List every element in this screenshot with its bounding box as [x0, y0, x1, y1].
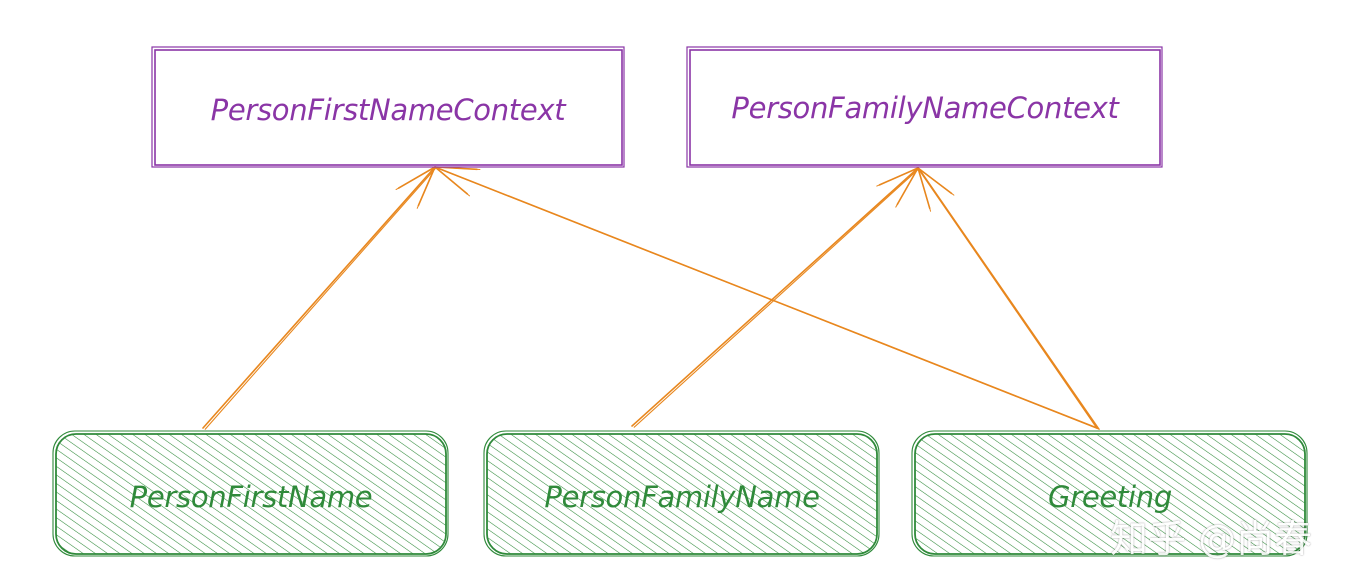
edge-person-family-name-to-family-name-context: [631, 167, 920, 428]
edge-greeting-to-first-name-context: [434, 166, 1100, 430]
context-label-family-name: PersonFamilyNameContext: [731, 91, 1120, 125]
component-label-greeting: Greeting: [1048, 480, 1172, 514]
context-label-first-name: PersonFirstNameContext: [211, 93, 568, 127]
context-box-family-name: PersonFamilyNameContext: [686, 46, 1163, 168]
component-box-person-family-name: PersonFamilyName: [483, 430, 880, 557]
component-label-person-first-name: PersonFirstName: [130, 480, 373, 514]
edges-layer: [202, 166, 1100, 430]
watermark-text: 知乎 @尚春: [1110, 517, 1313, 561]
edge-person-first-name-to-first-name-context: [202, 166, 437, 430]
context-box-first-name: PersonFirstNameContext: [151, 46, 625, 168]
component-label-person-family-name: PersonFamilyName: [544, 480, 819, 514]
edge-greeting-to-family-name-context: [917, 167, 1100, 430]
component-box-greeting: Greeting: [911, 430, 1308, 557]
component-box-person-first-name: PersonFirstName: [52, 430, 449, 557]
